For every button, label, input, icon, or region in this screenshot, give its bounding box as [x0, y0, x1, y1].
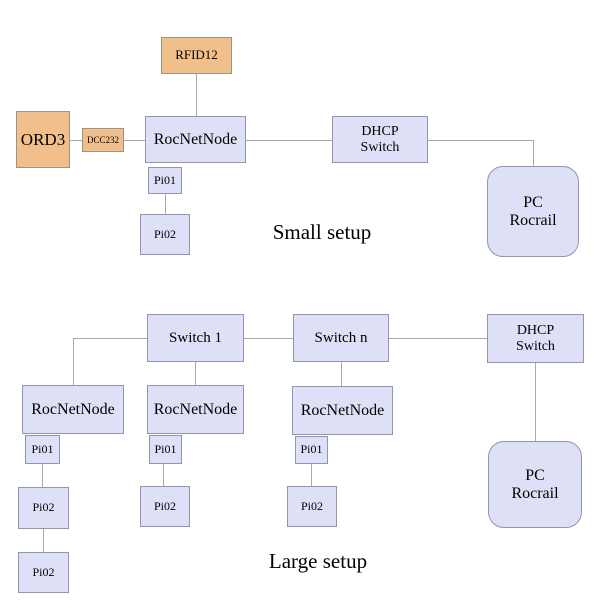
node-rfid12: RFID12 [161, 37, 232, 74]
edge-dhcp-pc-large [535, 363, 536, 441]
edge-switch1-branch1-vertical [73, 338, 74, 385]
node-pi02a-branch1: Pi02 [18, 487, 69, 529]
edge-dhcp-pc-horizontal [428, 140, 533, 141]
node-rocnetnode-branch2: RocNetNode [147, 385, 244, 434]
dhcp-switch-small-line2: Switch [360, 139, 400, 155]
node-rocnetnode-branch1: RocNetNode [22, 385, 124, 434]
node-dhcp-switch-small: DHCP Switch [332, 116, 428, 163]
edge-switchn-dhcp [389, 338, 487, 339]
node-rocnetnode-small: RocNetNode [145, 116, 246, 163]
edge-switch1-branch2 [195, 362, 196, 385]
node-switch-n: Switch n [293, 314, 389, 362]
edge-pi01-pi02-small [165, 194, 166, 214]
node-ord3: ORD3 [16, 111, 70, 168]
node-pi02-branch3: Pi02 [287, 486, 337, 527]
node-pi01-small: Pi01 [148, 167, 182, 194]
edge-pi01-pi02-branch1 [42, 463, 43, 487]
node-pi02-branch2: Pi02 [140, 486, 190, 527]
node-pi02-small: Pi02 [140, 214, 190, 255]
dhcp-switch-large-line2: Switch [516, 338, 555, 354]
node-pi01-branch1: Pi01 [25, 435, 60, 464]
edge-dcc232-rocnetnode [124, 140, 145, 141]
node-pc-rocrail-large: PC Rocrail [488, 441, 582, 528]
pc-rocrail-small-line2: Rocrail [509, 211, 557, 229]
caption-small-setup: Small setup [272, 220, 372, 244]
pc-rocrail-large-line1: PC [525, 466, 545, 484]
node-rocnetnode-branch3: RocNetNode [292, 386, 393, 435]
edge-switchn-branch3 [341, 362, 342, 386]
edge-switch1-branch1-horizontal [73, 338, 147, 339]
dhcp-switch-large-line1: DHCP [516, 322, 555, 338]
pc-rocrail-large-line2: Rocrail [511, 484, 559, 502]
edge-rocnetnode-dhcp [246, 140, 332, 141]
edge-pi02a-pi02b-branch1 [43, 529, 44, 552]
edge-rfid12-rocnetnode [196, 74, 197, 116]
edge-dhcp-pc-vertical [533, 140, 534, 166]
node-pi02b-branch1: Pi02 [18, 552, 69, 593]
pc-rocrail-small-line1: PC [523, 193, 543, 211]
node-dcc232: DCC232 [82, 128, 124, 152]
node-switch-1: Switch 1 [147, 314, 244, 362]
node-pc-rocrail-small: PC Rocrail [487, 166, 579, 257]
node-dhcp-switch-large: DHCP Switch [487, 314, 584, 363]
caption-large-setup: Large setup [268, 549, 368, 573]
edge-ord3-dcc232 [70, 140, 82, 141]
node-pi01-branch2: Pi01 [149, 435, 182, 464]
edge-pi01-pi02-branch2 [163, 463, 164, 486]
edge-switch1-switchn [244, 338, 293, 339]
node-pi01-branch3: Pi01 [295, 436, 328, 464]
edge-pi01-pi02-branch3 [311, 463, 312, 486]
dhcp-switch-small-line1: DHCP [361, 123, 399, 139]
